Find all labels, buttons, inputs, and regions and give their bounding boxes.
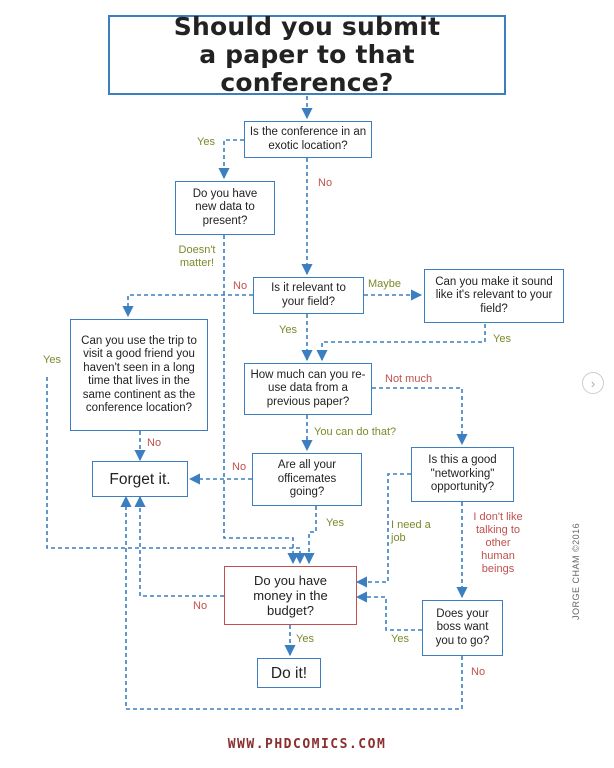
edge-officemates-money [303, 506, 317, 565]
edge-trip-money [46, 377, 306, 565]
label-boss-yes: Yes [391, 633, 409, 645]
edge-boss-money [355, 591, 422, 631]
edge-sound-reuse [316, 324, 486, 362]
label-money-no: No [193, 600, 208, 612]
label-money-yes: Yes [296, 633, 314, 645]
page-title: Should you submit a paper to that confer… [108, 13, 506, 97]
label-officemates-yes: Yes [326, 517, 344, 529]
node-new-data: Do you have new data to present? [175, 181, 275, 235]
node-trip-friend: Can you use the trip to visit a good fri… [70, 319, 208, 431]
label-dont-like: I don't like talking to other human bein… [473, 511, 523, 575]
node-reuse-data: How much can you re-use data from a prev… [244, 363, 372, 415]
edge-relevant-trip [122, 294, 253, 318]
edge-exotic-new-data [218, 139, 244, 180]
edge-reuse-networking [372, 387, 468, 446]
node-exotic-location: Is the conference in an exotic location? [244, 121, 372, 158]
label-doesnt-matter: Doesn't matter! [178, 244, 216, 269]
label-need-job: I need a job [391, 519, 431, 544]
node-relevant-field: Is it relevant to your field? [253, 277, 364, 314]
label-exotic-yes: Yes [197, 136, 215, 148]
footer-url[interactable]: WWW.PHDCOMICS.COM [227, 737, 387, 752]
node-networking: Is this a good "networking" opportunity? [411, 447, 514, 502]
node-forget-it: Forget it. [92, 461, 188, 497]
node-money-budget: Do you have money in the budget? [224, 566, 357, 625]
artist-credit: JORGE CHAM ©2016 [571, 522, 581, 620]
label-reuse-can-do: You can do that? [314, 426, 397, 438]
node-boss-want: Does your boss want you to go? [422, 600, 503, 656]
edge-boss-forget [120, 495, 463, 710]
node-do-it: Do it! [257, 658, 321, 688]
label-sound-yes: Yes [493, 333, 511, 345]
edge-money-forget [134, 495, 224, 597]
label-boss-no: No [471, 666, 486, 678]
label-relevant-no: No [233, 280, 248, 292]
label-exotic-no: No [318, 177, 333, 189]
edge-networking-money [355, 473, 411, 588]
edge-new-data-money [223, 235, 299, 565]
label-relevant-yes: Yes [279, 324, 297, 336]
label-reuse-not-much: Not much [385, 373, 433, 385]
chevron-right-icon: › [590, 375, 596, 391]
label-relevant-maybe: Maybe [368, 278, 402, 290]
label-trip-no: No [147, 437, 162, 449]
label-trip-yes: Yes [43, 354, 61, 366]
next-slide-button[interactable]: › [582, 372, 604, 394]
node-officemates: Are all your officemates going? [252, 453, 362, 506]
label-officemates-no: No [232, 461, 247, 473]
node-sound-relevant: Can you make it sound like it's relevant… [424, 269, 564, 323]
